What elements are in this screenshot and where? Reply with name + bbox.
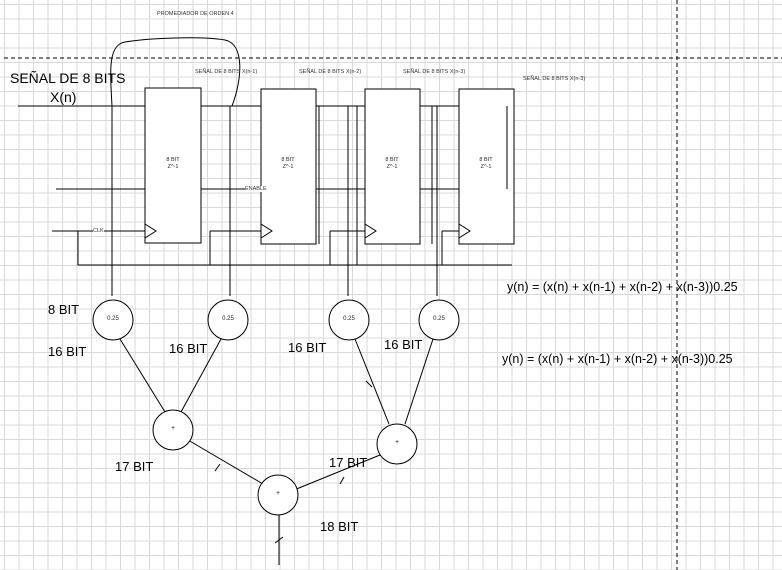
input-signal-label: X(n) — [50, 89, 77, 105]
equation-2: y(n) = (x(n) + x(n-1) + x(n-2) + x(n-3))… — [502, 352, 733, 366]
multiplier-3-coef: 0.25 — [343, 316, 355, 322]
multiplier-4 — [418, 299, 460, 341]
adder-3-symbol: + — [275, 490, 281, 497]
wire-m2-a1 — [180, 338, 222, 413]
adder-1 — [152, 409, 194, 451]
adder-2-symbol: + — [394, 439, 400, 446]
clock-marker-1 — [144, 223, 157, 239]
register-1-label: 8 BIT Z^-1 — [143, 157, 203, 171]
multiplier-1 — [92, 299, 134, 341]
mult-width-3-label: 16 BIT — [288, 340, 327, 355]
register-4 — [458, 88, 515, 245]
output-width-label: 18 BIT — [320, 519, 359, 534]
clock-marker-4 — [458, 223, 471, 239]
input-label: SEÑAL DE 8 BITS — [10, 70, 126, 86]
delay-label-2: SEÑAL DE 8 BITS X(n-2) — [299, 69, 362, 75]
clock-marker-2 — [260, 223, 273, 239]
register-1-op: Z^-1 — [167, 164, 179, 170]
delay-label-3: SEÑAL DE 8 BITS X(n-3) — [403, 69, 466, 75]
adder-1-symbol: + — [170, 425, 176, 432]
register-4-width: 8 BIT — [479, 157, 493, 163]
register-2-op: Z^-1 — [282, 164, 294, 170]
sum-width-1-label: 17 BIT — [115, 459, 154, 474]
wire-a1-a3 — [187, 439, 264, 485]
wire-a2-a3 — [293, 454, 381, 491]
sum-width-2-label: 17 BIT — [329, 455, 368, 470]
adder-2 — [376, 423, 418, 465]
input-width-label: 8 BIT — [48, 302, 80, 317]
register-1 — [144, 87, 202, 244]
equation-1: y(n) = (x(n) + x(n-1) + x(n-2) + x(n-3))… — [507, 280, 738, 294]
mult-width-2-label: 16 BIT — [169, 341, 208, 356]
register-2-width: 8 BIT — [281, 157, 295, 163]
mult-width-1-label: 16 BIT — [48, 344, 87, 359]
clock-marker-3 — [364, 223, 377, 239]
adder-3 — [257, 474, 299, 516]
diagram-title: PROMEDIADOR DE ORDEN 4 — [157, 11, 234, 17]
feed-wire — [110, 37, 241, 107]
register-3 — [364, 88, 421, 245]
multiplier-2 — [207, 299, 249, 341]
register-1-width: 8 BIT — [166, 157, 180, 163]
register-4-op: Z^-1 — [480, 164, 492, 170]
register-2 — [260, 88, 317, 245]
mult-width-4-label: 16 BIT — [384, 337, 423, 352]
wire-m4-a2 — [404, 338, 434, 425]
slash-3 — [339, 476, 345, 485]
wire-m1-a1 — [119, 338, 166, 413]
register-3-op: Z^-1 — [386, 164, 398, 170]
bottom-bus — [77, 231, 512, 266]
multiplier-4-coef: 0.25 — [433, 316, 445, 322]
register-3-width: 8 BIT — [385, 157, 399, 163]
register-4-label: 8 BIT Z^-1 — [456, 157, 516, 171]
register-3-label: 8 BIT Z^-1 — [362, 157, 422, 171]
delay-label-4: SEÑAL DE 8 BITS X(n-3) — [523, 76, 586, 82]
wire-m3-a2 — [354, 338, 390, 425]
multiplier-3 — [328, 299, 370, 341]
slash-2 — [214, 463, 221, 472]
slash-1 — [365, 380, 373, 388]
clock-label: CLK — [93, 228, 104, 234]
delay-label-1: SEÑAL DE 8 BITS X(n-1) — [195, 69, 258, 75]
multiplier-1-coef: 0.25 — [107, 316, 119, 322]
multiplier-2-coef: 0.25 — [222, 316, 234, 322]
register-2-label: 8 BIT Z^-1 — [258, 157, 318, 171]
slash-4 — [274, 536, 284, 544]
enable-label: ENABLE — [245, 186, 267, 192]
